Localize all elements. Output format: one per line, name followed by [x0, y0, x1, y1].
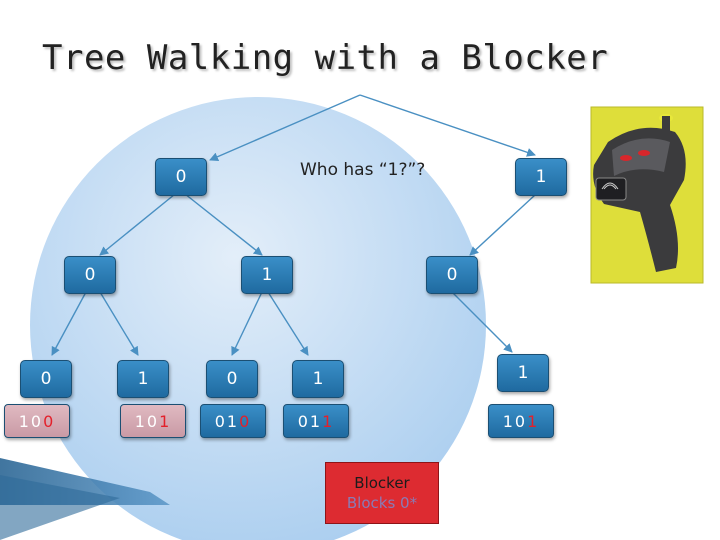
- tree-node-l3-d: 1: [292, 360, 344, 398]
- edge-l2c-l3e: [451, 291, 513, 353]
- tree-node-l1-left: 0: [155, 158, 207, 196]
- tree-node-l3-a: 0: [20, 360, 72, 398]
- decorative-ribbon-shadow: [0, 475, 120, 540]
- tree-node-l3-c: 0: [206, 360, 258, 398]
- tree-node-l2-c: 0: [426, 256, 478, 294]
- tree-node-l1-right: 1: [515, 158, 567, 196]
- leaf-tag-last-bit: 1: [159, 411, 172, 431]
- leaf-tag-last-bit: 1: [322, 411, 335, 431]
- leaf-tag-prefix: 01: [214, 411, 240, 431]
- edge-l1l-l2b: [179, 189, 263, 256]
- blocker-label: Blocker: [354, 474, 410, 492]
- blocker-sublabel: Blocks 0*: [346, 494, 418, 512]
- reader-query-text: Who has “1?”?: [300, 160, 426, 180]
- edge-root-left: [209, 94, 361, 161]
- tree-node-l3-e: 1: [497, 354, 549, 392]
- tree-node-l3-b: 1: [117, 360, 169, 398]
- tree-edges: [51, 94, 536, 356]
- leaf-tag-prefix: 01: [297, 411, 323, 431]
- rfid-reader-icon: [590, 106, 704, 284]
- tree-node-l2-a: 0: [64, 256, 116, 294]
- leaf-tag-last-bit: 0: [239, 411, 252, 431]
- leaf-tag-last-bit: 0: [43, 411, 56, 431]
- edge-l2a-l3b: [99, 291, 139, 356]
- leaf-tag-prefix: 10: [502, 411, 528, 431]
- edge-l1r-l2c: [469, 194, 536, 256]
- edge-l2a-l3a: [51, 291, 87, 356]
- leaf-tag-last-bit: 1: [527, 411, 540, 431]
- slide-title: Tree Walking with a Blocker: [42, 38, 609, 78]
- blocker-tag: Blocker Blocks 0*: [325, 462, 439, 524]
- edge-root-right: [359, 94, 536, 157]
- edge-l2b-l3c: [231, 291, 263, 356]
- edge-l1l-l2a: [99, 189, 181, 256]
- leaf-tag-prefix: 10: [134, 411, 160, 431]
- leaf-tag-prefix: 10: [18, 411, 44, 431]
- tree-node-l2-b: 1: [241, 256, 293, 294]
- edge-l2b-l3d: [267, 291, 309, 356]
